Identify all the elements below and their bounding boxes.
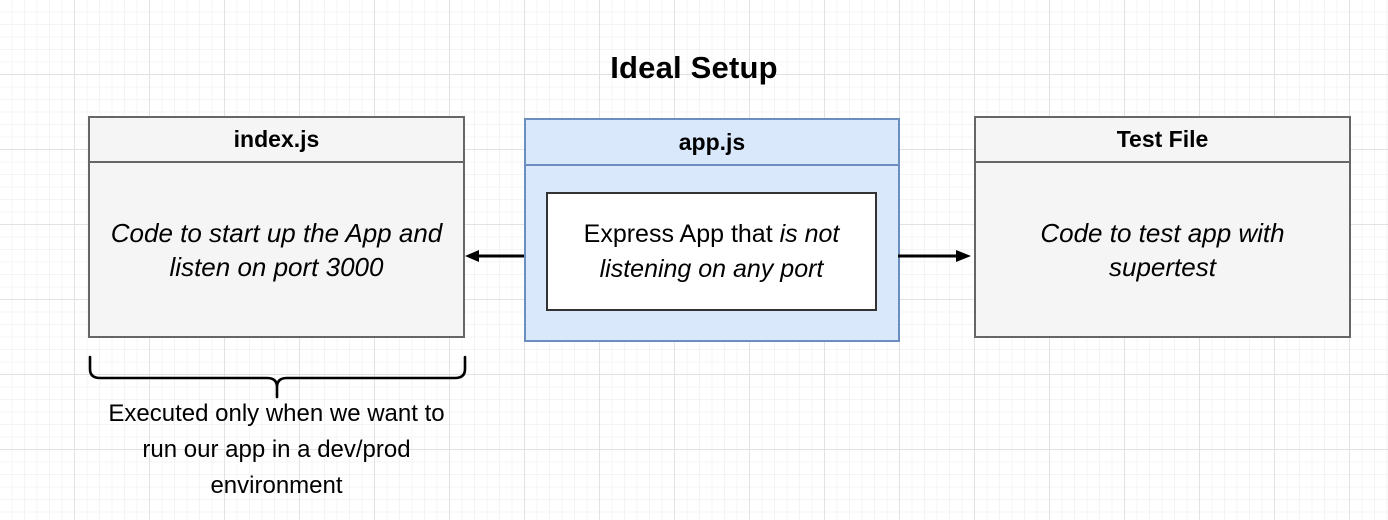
node-app-js-inner-card: Express App that is not listening on any… [546,192,877,311]
node-test-file-body: Code to test app with supertest [1040,217,1285,282]
connector-app-to-index-arrow [465,250,524,262]
connector-app-to-test-arrow [898,250,971,262]
node-index-js-header: index.js [90,118,463,163]
page-title: Ideal Setup [610,50,778,85]
node-test-file-header: Test File [976,118,1349,163]
inner-card-text-normal: Express App that [583,219,780,248]
annotation-caption: Executed only when we want to run our ap… [108,400,445,499]
node-index-js[interactable]: index.js Code to start up the App and li… [88,116,465,338]
node-app-js-inner-card-text: Express App that is not listening on any… [558,217,865,287]
node-index-js-body: Code to start up the App and listen on p… [110,217,443,282]
node-app-js-header: app.js [526,120,898,166]
inner-card-text-italic: is not listening on any port [599,219,840,283]
brace-index-js [88,355,467,399]
node-test-file[interactable]: Test File Code to test app with supertes… [974,116,1351,338]
